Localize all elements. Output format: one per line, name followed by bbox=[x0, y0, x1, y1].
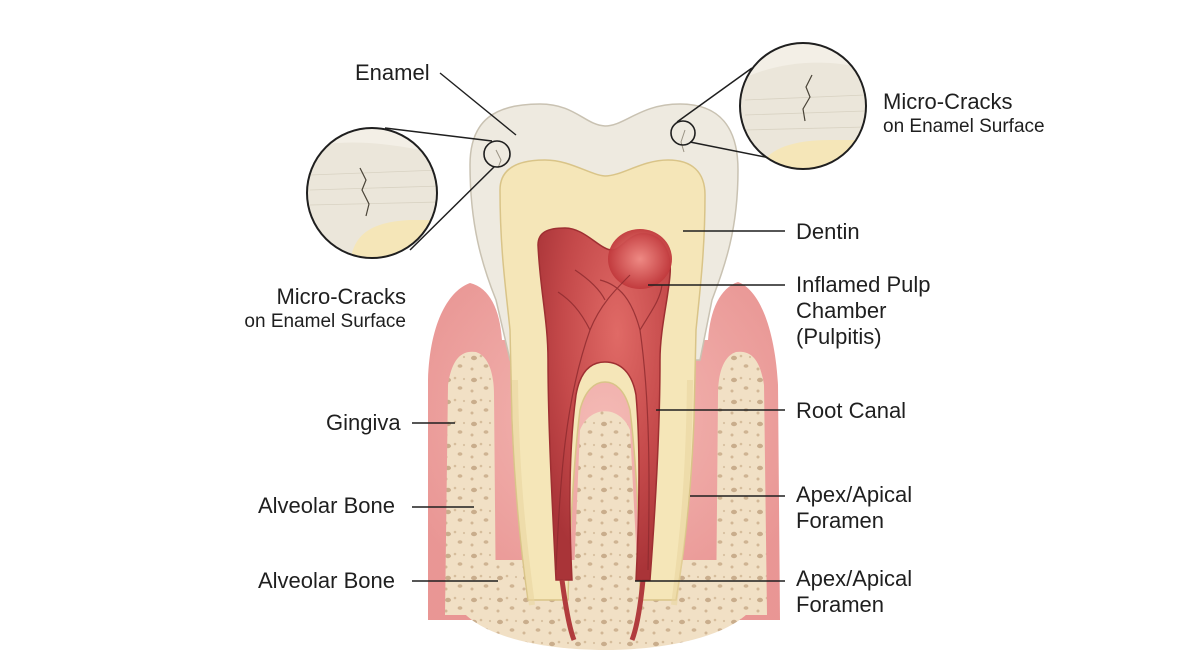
label-micro-cracks-left-line2: on Enamel Surface bbox=[244, 311, 406, 332]
label-apex-1-line1: Apex/Apical bbox=[796, 482, 913, 507]
magnifier-left bbox=[306, 127, 438, 259]
label-apex-2: Apex/Apical Foramen bbox=[796, 566, 912, 618]
crack-focus-circle-right bbox=[670, 120, 696, 146]
label-pulp-line3: (Pulpitis) bbox=[796, 324, 882, 349]
label-micro-cracks-right-line2: on Enamel Surface bbox=[883, 116, 1045, 137]
enamel-crack-marks bbox=[495, 129, 686, 169]
label-micro-cracks-right-line1: Micro-Cracks bbox=[883, 89, 1013, 114]
label-pulp: Inflamed Pulp Chamber (Pulpitis) bbox=[796, 272, 931, 350]
label-alveolar-bone-2: Alveolar Bone bbox=[258, 568, 395, 593]
label-micro-cracks-left-line1: Micro-Cracks bbox=[276, 284, 406, 309]
label-leader-lines bbox=[412, 72, 785, 582]
label-apex-1-line2: Foramen bbox=[796, 508, 885, 533]
label-micro-cracks-right: Micro-Cracks on Enamel Surface bbox=[883, 89, 1045, 139]
label-dentin: Dentin bbox=[796, 219, 860, 244]
label-alveolar-bone-1: Alveolar Bone bbox=[258, 493, 395, 518]
label-apex-2-line2: Foramen bbox=[796, 592, 885, 617]
label-micro-cracks-left: Micro-Cracks on Enamel Surface bbox=[230, 284, 406, 334]
crack-focus-circle-left bbox=[483, 140, 511, 168]
label-pulp-line1: Inflamed Pulp bbox=[796, 272, 931, 297]
label-root-canal: Root Canal bbox=[796, 398, 907, 423]
label-pulp-line2: Chamber bbox=[796, 298, 887, 323]
label-apex-2-line1: Apex/Apical bbox=[796, 566, 913, 591]
label-gingiva: Gingiva bbox=[326, 410, 401, 435]
pulp-chamber bbox=[537, 227, 672, 641]
magnifier-right bbox=[739, 42, 867, 170]
label-apex-1: Apex/Apical Foramen bbox=[796, 482, 912, 534]
label-enamel: Enamel bbox=[355, 60, 430, 85]
